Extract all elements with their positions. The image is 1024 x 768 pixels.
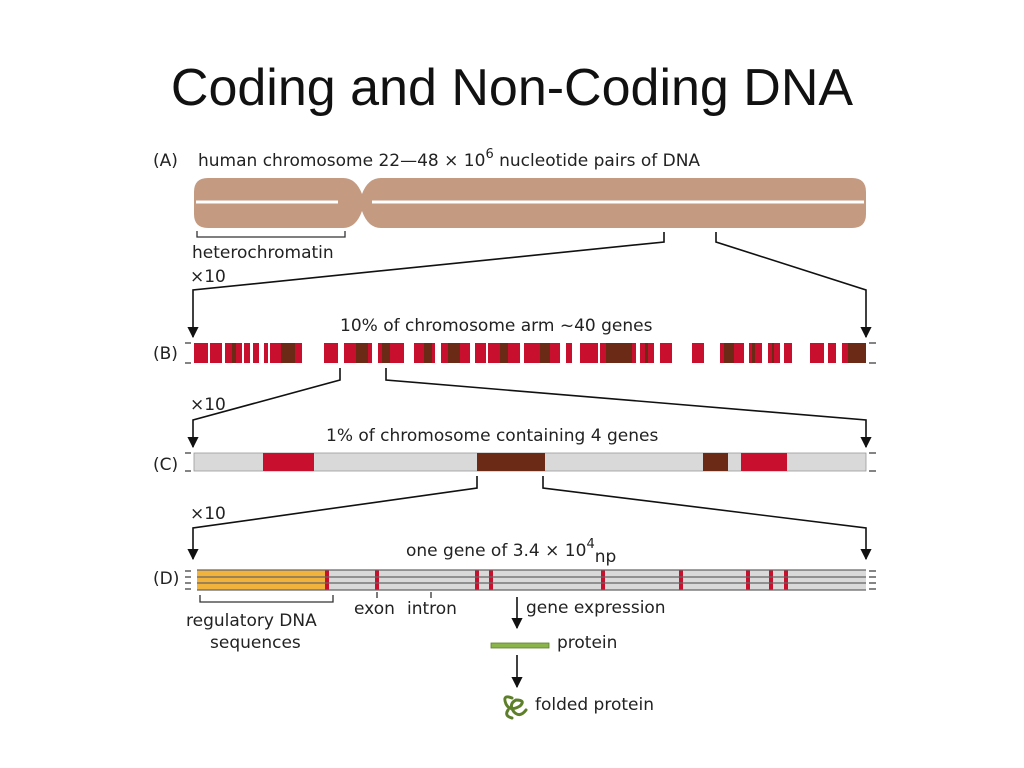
band-stripe (704, 343, 720, 363)
gene-expression-label: gene expression (526, 598, 666, 618)
band-end-ticks-c (185, 452, 876, 472)
chromosome-22 (194, 178, 866, 228)
folded-protein-label: folded protein (535, 695, 654, 715)
band-stripe (572, 343, 580, 363)
band-stripe (382, 343, 390, 363)
gene-4 (741, 453, 787, 471)
gene-2 (477, 453, 545, 471)
band-stripe (672, 343, 692, 363)
band-stripe (404, 343, 414, 363)
band-stripe (302, 343, 324, 363)
double-helix-strands (197, 569, 866, 591)
band-stripe (268, 343, 270, 363)
zoom-arrow-left-c (187, 476, 478, 561)
band-stripe (780, 343, 784, 363)
zoom-label-c: ×10 (190, 504, 226, 524)
band-stripe (824, 343, 828, 363)
zoom-arrow-left-a (187, 232, 665, 339)
band-stripe (222, 343, 225, 363)
protein-label: protein (557, 633, 617, 653)
band-stripe (772, 343, 774, 363)
band-stripe (470, 343, 475, 363)
band-stripe (792, 343, 810, 363)
regulatory-region (197, 570, 325, 590)
zoom-arrow-left-b (187, 368, 341, 449)
gene-1 (263, 453, 314, 471)
band-stripe (520, 343, 524, 363)
gene-3 (703, 453, 728, 471)
band-stripe (281, 343, 295, 363)
zoom-label-b: ×10 (190, 395, 226, 415)
panel-a-letter: (A) (153, 151, 178, 171)
band-stripe (259, 343, 264, 363)
chromosome-arm-band (194, 343, 866, 363)
regulatory-label-line1: regulatory DNA (186, 611, 317, 631)
panel-a-caption: human chromosome 22—48 × 106 nucleotide … (198, 147, 700, 171)
band-stripe (500, 343, 508, 363)
panel-d-letter: (D) (153, 569, 179, 589)
panel-b-letter: (B) (153, 344, 178, 364)
band-stripe (560, 343, 566, 363)
band-stripe (598, 343, 600, 363)
band-stripe (356, 343, 368, 363)
band-end-ticks-b (185, 342, 876, 364)
band-end-ticks-d (185, 570, 876, 590)
exon-label: exon (354, 599, 395, 619)
protein-bar (490, 642, 550, 649)
band-stripe (338, 343, 344, 363)
band-stripe (242, 343, 244, 363)
band-stripe (232, 343, 236, 363)
band-stripe (848, 343, 866, 363)
panel-c-letter: (C) (153, 455, 178, 475)
band-stripe (424, 343, 432, 363)
gene-detail (197, 569, 866, 591)
regulatory-bracket (199, 595, 334, 603)
band-stripe (744, 343, 749, 363)
panel-b-caption: 10% of chromosome arm ~40 genes (340, 316, 653, 336)
regulatory-label-line2: sequences (210, 633, 301, 653)
chromosome-segment (193, 452, 867, 472)
band-stripe (636, 343, 640, 363)
band-stripe (654, 343, 660, 363)
band-stripe (372, 343, 378, 363)
heterochromatin-bracket (196, 231, 346, 238)
folded-protein-icon (503, 695, 528, 720)
heterochromatin-label: heterochromatin (192, 243, 334, 263)
band-stripe (486, 343, 488, 363)
exons (325, 570, 788, 590)
zoom-arrow-right-a (715, 232, 872, 339)
zoom-arrow-right-b (385, 368, 872, 449)
panel-d-caption: one gene of 3.4 × 104np (406, 537, 616, 567)
page-title: Coding and Non-Coding DNA (170, 59, 854, 117)
band-stripe (448, 343, 460, 363)
intron-label: intron (407, 599, 457, 619)
band-stripe (250, 343, 253, 363)
band-stripe (606, 343, 632, 363)
band-stripe (762, 343, 768, 363)
band-stripe (836, 343, 842, 363)
zoom-label-a: ×10 (190, 267, 226, 287)
zoom-arrow-right-c (542, 476, 872, 561)
band-stripe (540, 343, 550, 363)
band-stripe (724, 343, 734, 363)
band-stripe (645, 343, 648, 363)
panel-c-caption: 1% of chromosome containing 4 genes (326, 426, 658, 446)
band-stripe (435, 343, 441, 363)
band-stripe (752, 343, 755, 363)
band-stripe (208, 343, 210, 363)
